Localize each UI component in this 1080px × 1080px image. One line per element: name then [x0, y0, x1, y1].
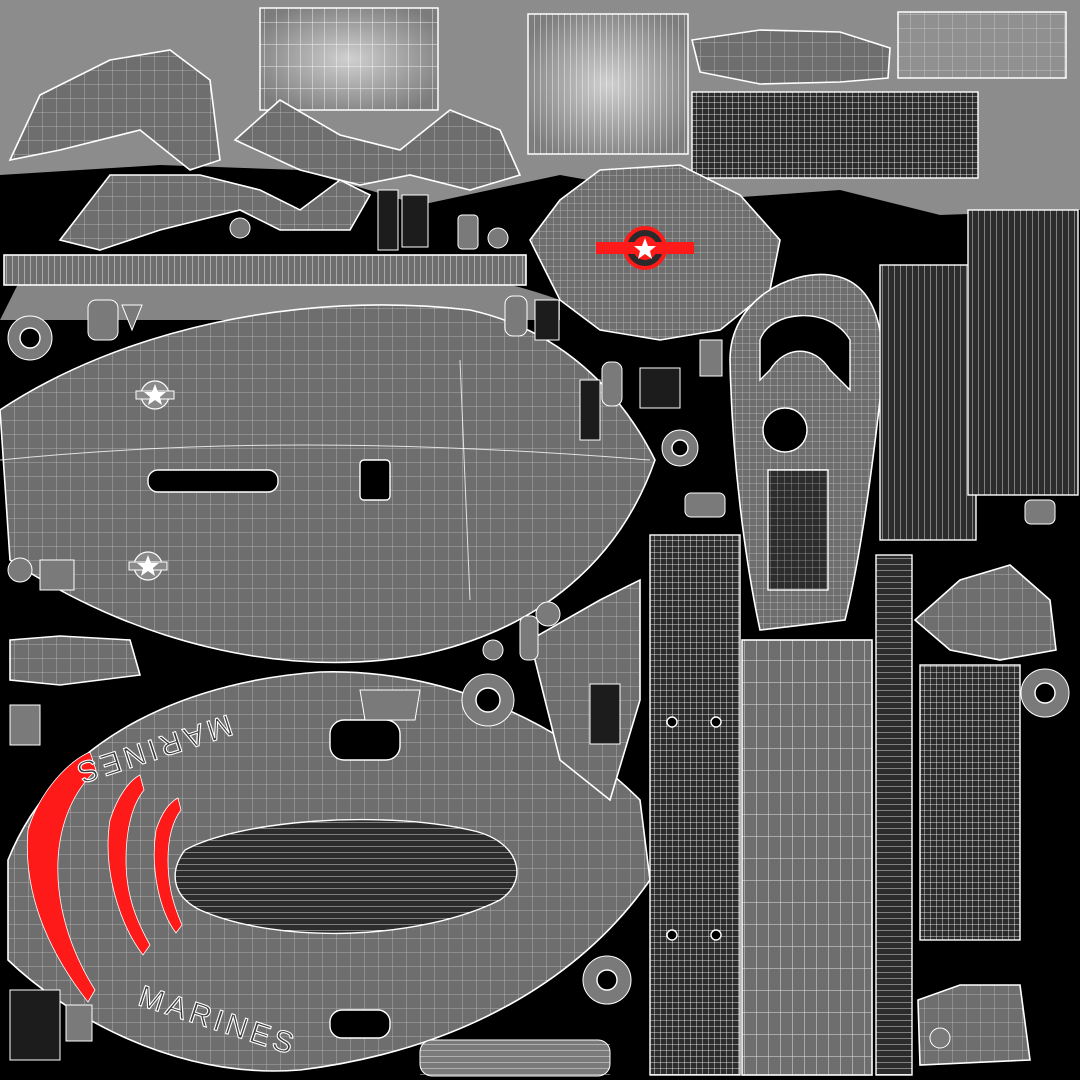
top-right-panels: [691, 29, 979, 179]
roundel-star-icon: [135, 380, 175, 410]
canopy-frame: [729, 273, 884, 631]
roundel-star-icon: [128, 551, 168, 581]
vertical-panels-center: [649, 534, 913, 1076]
upper-fuselage-shell: [0, 304, 656, 664]
horizontal-strip: [3, 254, 527, 286]
tail-fin-pieces: [529, 578, 641, 802]
lower-fuselage-shell: MARINES MARINES: [7, 671, 651, 1072]
center-dome-panel: [529, 164, 781, 341]
top-texture-panels: [259, 7, 1067, 155]
top-left-fragments: [8, 49, 522, 251]
roundel-red-icon: [596, 226, 694, 270]
left-pods: [7, 299, 143, 686]
vertical-panels-right: [879, 209, 1079, 1066]
small-fragments: [7, 189, 1070, 1077]
red-chevron-stripes: [26, 751, 183, 1003]
